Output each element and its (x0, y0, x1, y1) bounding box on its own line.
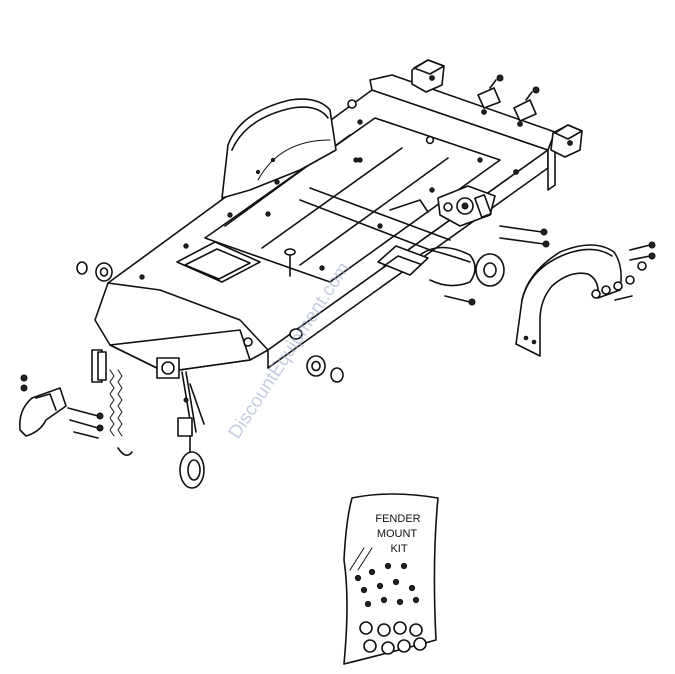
axle-assembly (299, 187, 505, 287)
tail-light-right (550, 124, 583, 158)
safety-chains (91, 349, 133, 456)
hanger-bolts (444, 225, 550, 306)
tongue-washers (76, 261, 344, 383)
kit-bag-hardware (354, 562, 427, 655)
storage-well (176, 241, 261, 283)
coupler-bolts (67, 407, 104, 439)
tongue-jack (156, 357, 205, 489)
spring-hanger (437, 185, 496, 227)
rear-fasteners (347, 99, 519, 175)
fender-fasteners (591, 241, 656, 301)
right-fender (515, 244, 622, 357)
center-bolt (284, 248, 296, 277)
kit-bag-label: FENDER MOUNT KIT (375, 513, 420, 555)
hitch-coupler (18, 374, 67, 437)
light-brackets (477, 74, 540, 127)
tail-light-left (411, 59, 445, 93)
kit-label-line1: FENDER (375, 513, 420, 525)
kit-label-line2: MOUNT (377, 528, 418, 540)
left-fender (221, 98, 337, 199)
u-bolt-plate (377, 245, 429, 276)
kit-label-line3: KIT (390, 543, 407, 555)
